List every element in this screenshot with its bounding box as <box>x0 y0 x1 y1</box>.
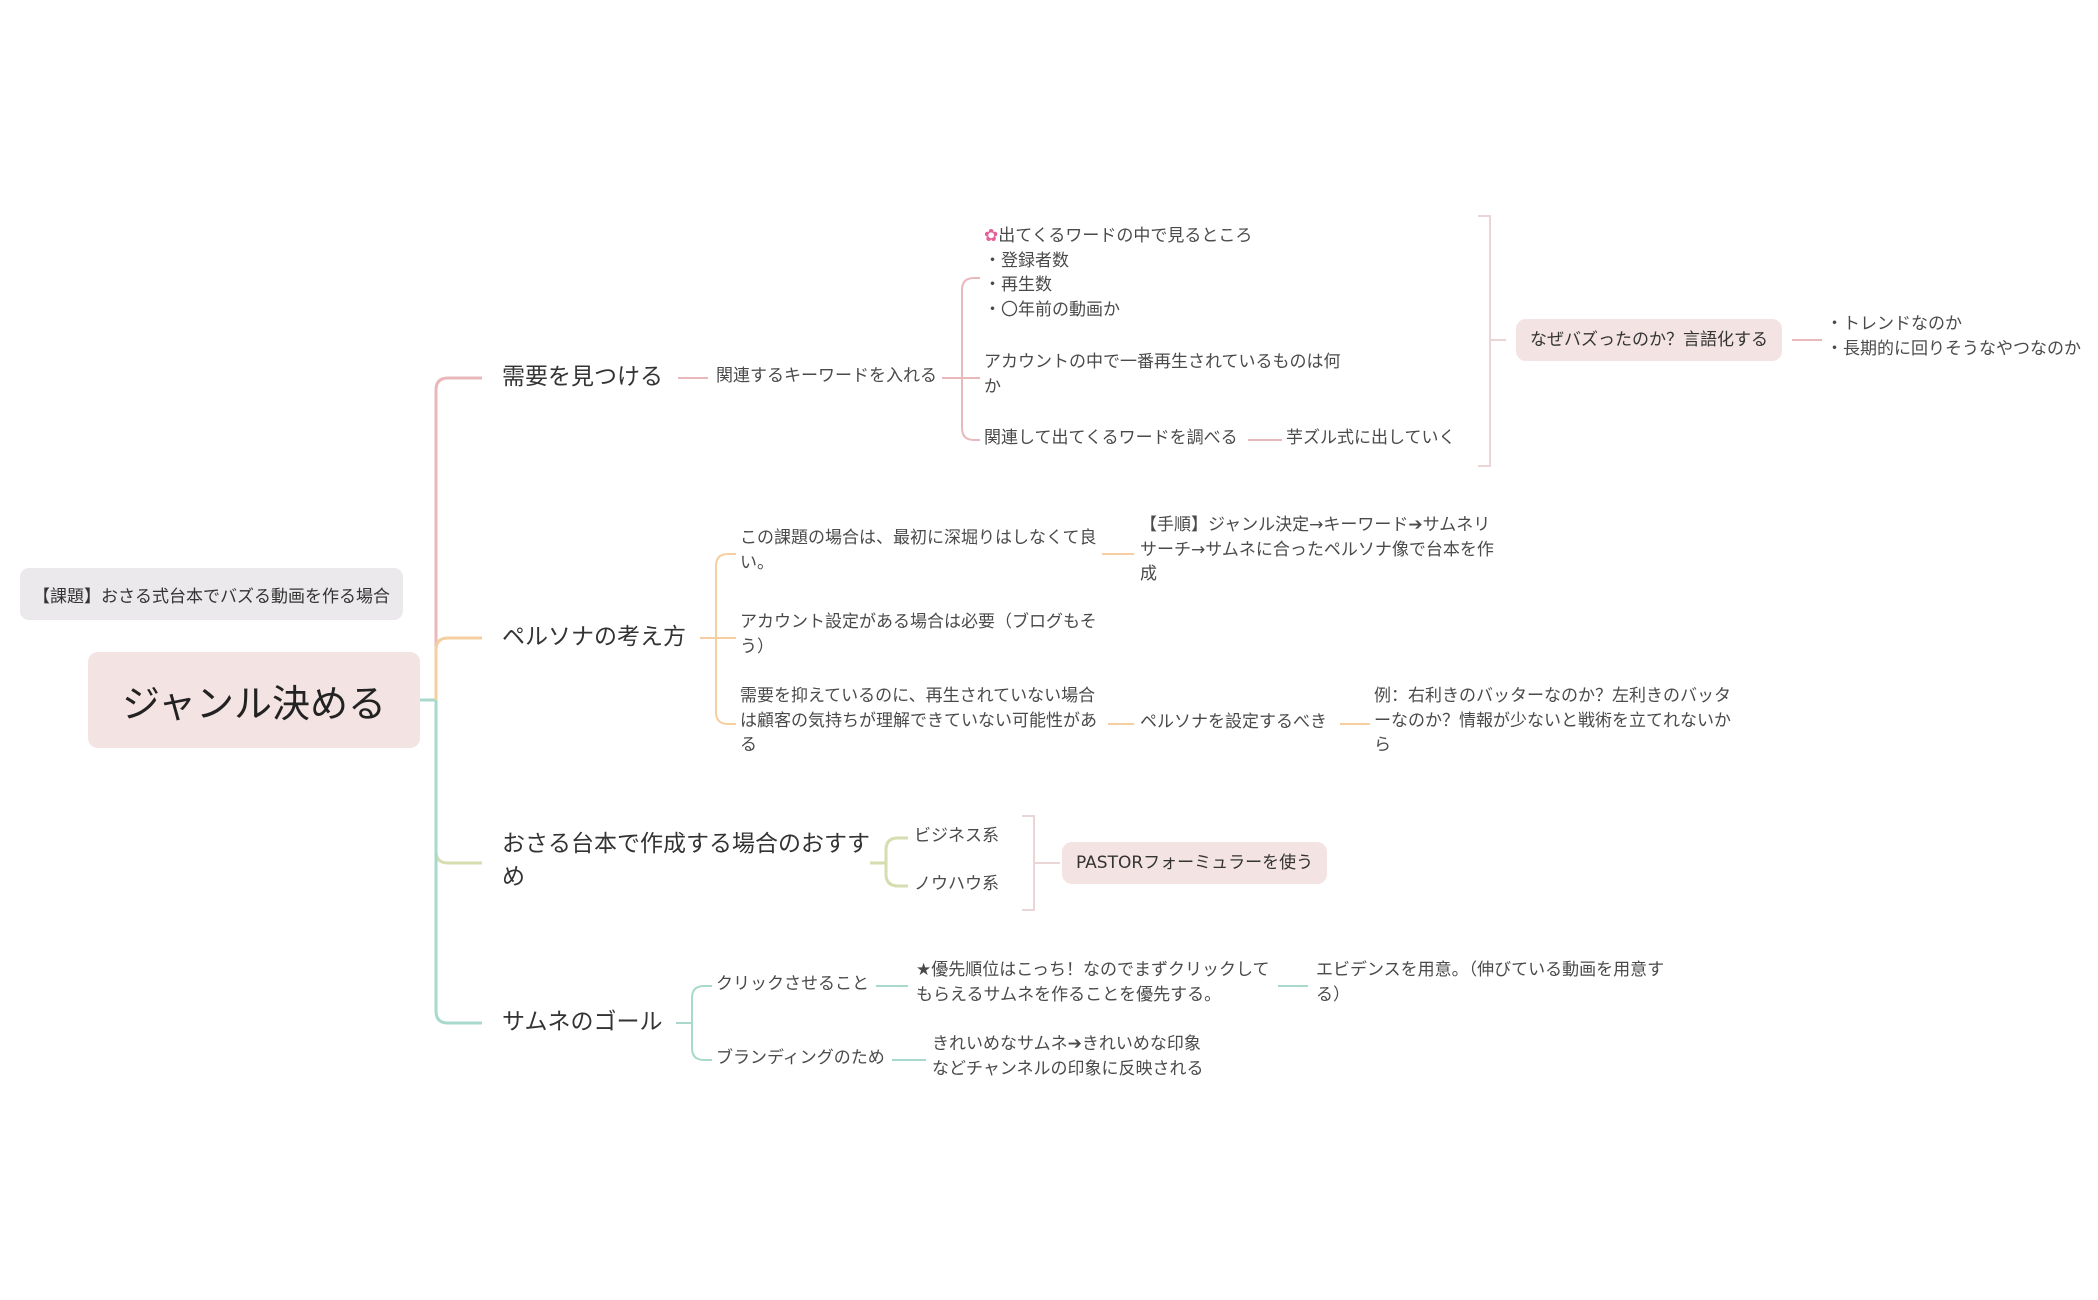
topic-find-demand[interactable]: 需要を見つける <box>502 364 663 390</box>
summary-pastor[interactable]: PASTORフォーミュラーを使う <box>1062 842 1328 884</box>
topic-clean-impression[interactable]: きれいめなサムネ➔きれいめな印象 などチャンネルの印象に反映される <box>932 1034 1204 1079</box>
topic-knowhow[interactable]: ノウハウ系 <box>914 874 999 894</box>
branch3-connector <box>434 700 482 865</box>
topic-evidence[interactable]: エビデンスを用意。（伸びている動画を用意す る） <box>1316 960 1665 1005</box>
topic-should-set-persona[interactable]: ペルソナを設定するべき <box>1140 712 1327 732</box>
topic-thumbnail-goal[interactable]: サムネのゴール <box>502 1009 663 1035</box>
topic-batter-example[interactable]: 例：右利きのバッターなのか？左利きのバッタ ーなのか？情報が少ないと戦術を立てれ… <box>1374 686 1731 756</box>
topic-most-played[interactable]: アカウントの中で一番再生されているものは何 か <box>984 352 1341 397</box>
central-topic[interactable]: ジャンル決める <box>88 652 420 748</box>
topic-account-setting[interactable]: アカウント設定がある場合は必要（ブログもそ う） <box>740 612 1097 657</box>
topic-priority[interactable]: ★優先順位はこっち！なのでまずクリックして もらえるサムネを作ることを優先する。 <box>916 960 1270 1005</box>
topic-no-deep-dive[interactable]: この課題の場合は、最初に深堀りはしなくて良 い。 <box>740 528 1097 573</box>
note-callout[interactable]: 【課題】おさる式台本でバズる動画を作る場合 <box>20 568 403 620</box>
topic-osaru-recommend[interactable]: おさる台本で作成する場合のおすす め <box>502 831 870 891</box>
branch4-connector <box>434 700 482 1025</box>
topic-branding[interactable]: ブランディングのため <box>716 1048 885 1068</box>
topic-procedure[interactable]: 【手順】ジャンル決定→キーワード➔サムネリ サーチ→サムネに合ったペルソナ像で台… <box>1140 515 1494 585</box>
note-label: 【課題】おさる式台本でバズる動画を作る場合 <box>33 586 390 607</box>
topic-get-clicks[interactable]: クリックさせること <box>716 974 869 994</box>
branch1-connector <box>434 376 482 700</box>
summary-verbalize[interactable]: なぜバズったのか？言語化する <box>1516 319 1782 361</box>
summary-bracket-2 <box>1022 815 1035 911</box>
topic-trend-check[interactable]: ・トレンドなのか ・長期的に回りそうなやつなのか <box>1826 314 2081 359</box>
branch2-connector <box>434 636 482 700</box>
topic-chain-search[interactable]: 芋ズル式に出していく <box>1286 428 1456 448</box>
topic-related-words[interactable]: 関連して出てくるワードを調べる <box>984 428 1238 448</box>
flower-icon: ✿ <box>984 226 999 246</box>
topic-business[interactable]: ビジネス系 <box>914 826 999 846</box>
topic-words-to-check[interactable]: ✿出てくるワードの中で見るところ ・登録者数 ・再生数 ・〇年前の動画か <box>984 226 1253 320</box>
central-topic-label: ジャンル決める <box>121 681 387 726</box>
topic-persona[interactable]: ペルソナの考え方 <box>502 624 686 650</box>
summary-bracket-1 <box>1478 215 1491 467</box>
topic-enter-keywords[interactable]: 関連するキーワードを入れる <box>716 366 937 386</box>
topic-not-played[interactable]: 需要を抑えているのに、再生されていない場合 は顧客の気持ちが理解できていない可能… <box>740 686 1097 756</box>
